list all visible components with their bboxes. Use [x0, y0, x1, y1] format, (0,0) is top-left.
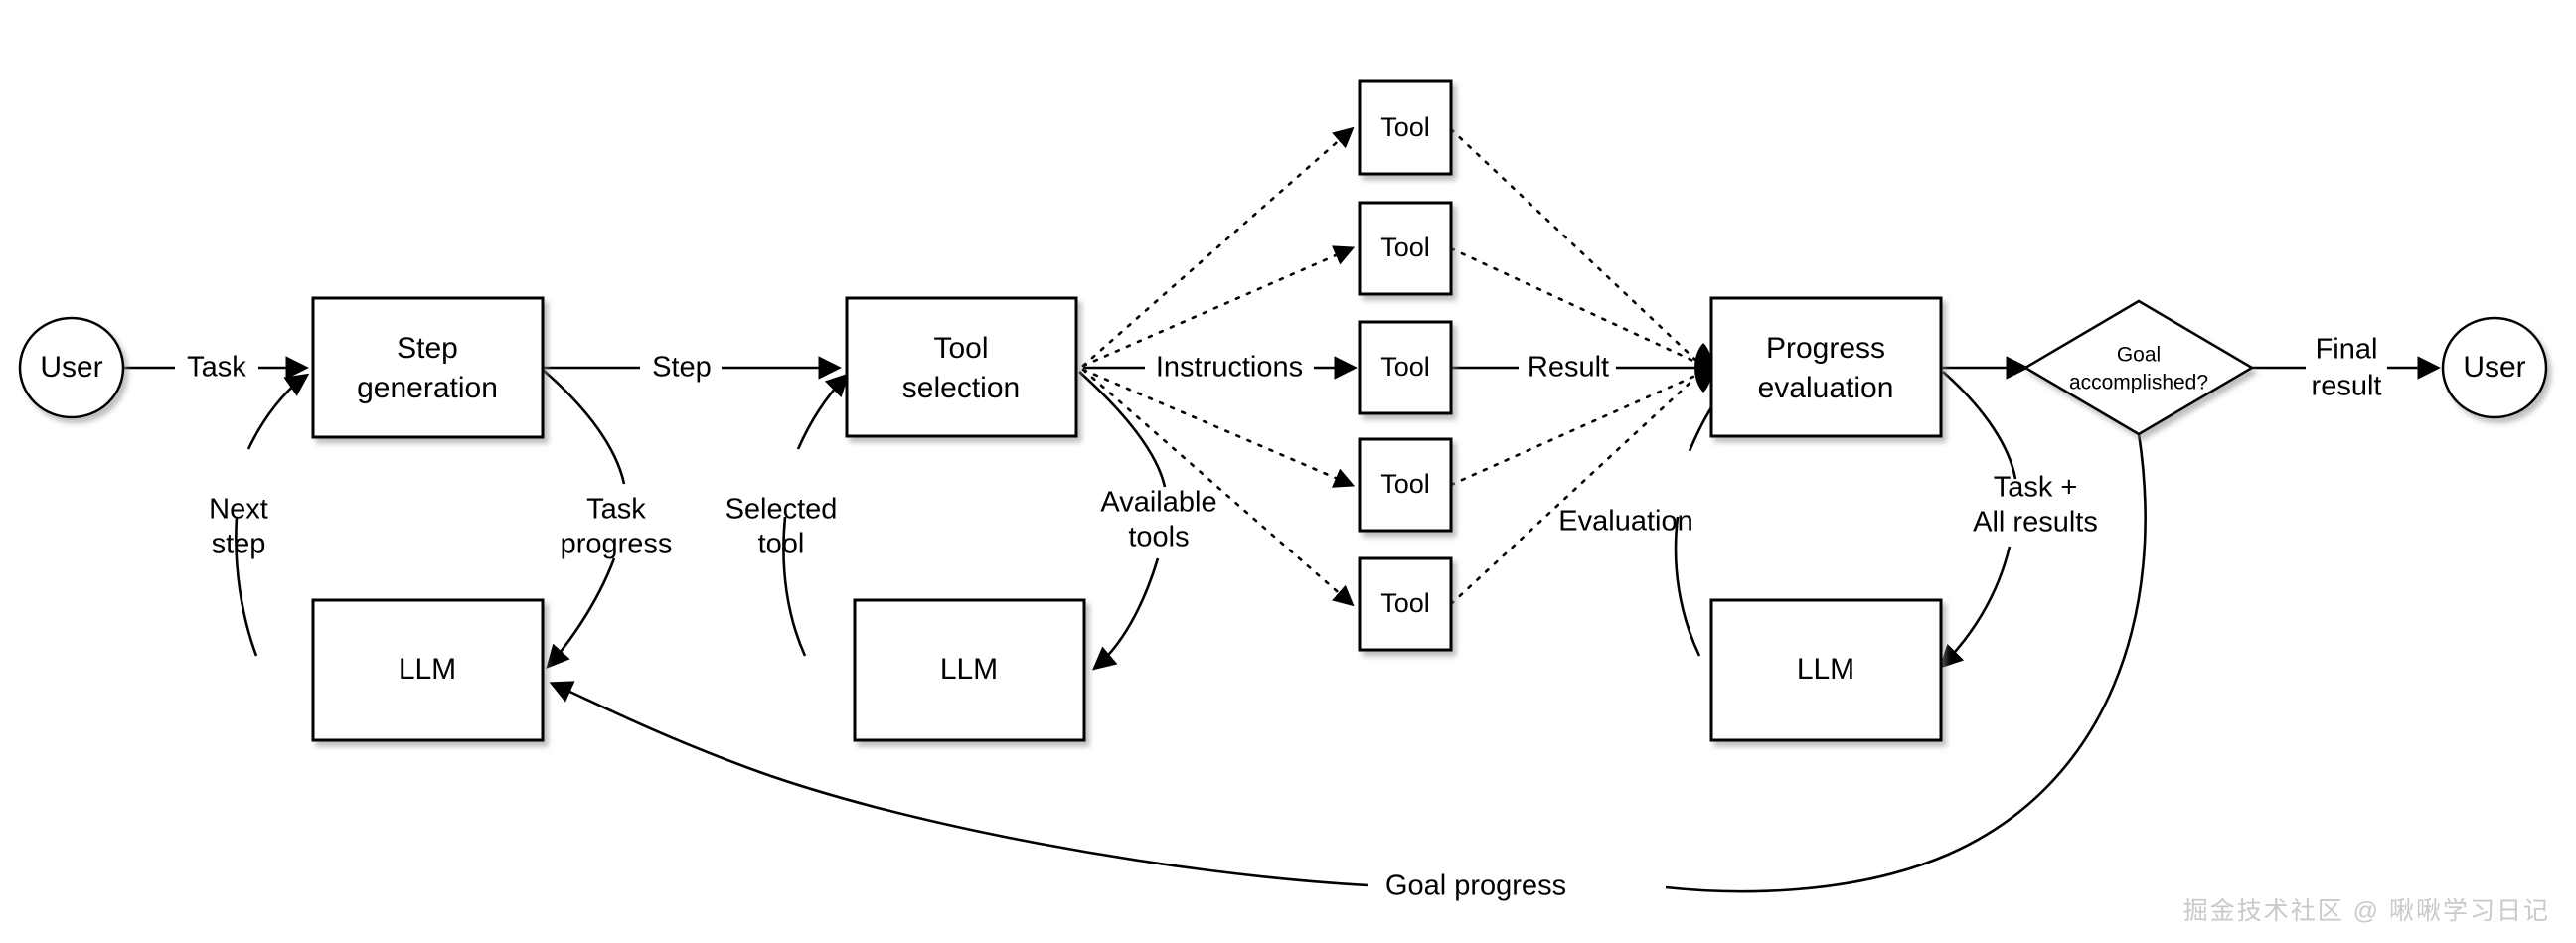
node-progress-evaluation-label-line1: Progress: [1766, 332, 1885, 365]
node-tool-selection-label-line1: Tool: [933, 332, 988, 365]
edge-llm2-to-tool-selection: [782, 373, 850, 657]
edge-step-generation-to-llm1: [542, 369, 626, 669]
node-goal-decision-label-line1: Goal: [2117, 344, 2161, 367]
node-tool-5-label: Tool: [1380, 588, 1430, 618]
edge-tool-4-to-progress-evaluation: [1449, 374, 1697, 487]
edge-llm1-to-step-generation: [235, 373, 310, 657]
edge-label-instructions: Instructions: [1156, 352, 1303, 384]
node-tool-5[interactable]: Tool: [1358, 556, 1453, 652]
edge-label-final-result-line2: result: [2312, 371, 2382, 402]
edge-label-goal-progress: Goal progress: [1385, 870, 1566, 902]
edge-label-evaluation: Evaluation: [1558, 506, 1692, 538]
node-llm-1[interactable]: LLM: [311, 598, 545, 742]
node-goal-decision[interactable]: Goal accomplished?: [2022, 299, 2255, 436]
edge-label-result: Result: [1528, 352, 1609, 384]
edge-label-task: Task: [187, 352, 246, 384]
edge-progress-evaluation-to-llm3: [1939, 371, 2017, 669]
node-user-start[interactable]: User: [18, 316, 125, 419]
node-llm-2[interactable]: LLM: [853, 598, 1086, 742]
node-progress-evaluation-label-line2: evaluation: [1758, 372, 1894, 404]
edge-label-task-all-results-line2: All results: [1973, 507, 2098, 539]
node-tool-selection[interactable]: Tool selection: [845, 296, 1078, 438]
node-step-generation[interactable]: Step generation: [311, 296, 545, 439]
edge-label-selected-tool-line2: tool: [758, 529, 805, 560]
edge-label-task-progress-line1: Task: [586, 494, 646, 526]
node-user-end[interactable]: User: [2441, 316, 2548, 419]
node-step-generation-label-line1: Step: [397, 332, 458, 365]
node-user-end-label: User: [2463, 351, 2525, 384]
edge-tool-selection-to-tool-5: [1081, 368, 1355, 607]
edge-label-selected-tool-line1: Selected: [725, 494, 838, 526]
edge-tool-1-to-progress-evaluation: [1449, 127, 1697, 362]
node-llm-3-label: LLM: [1797, 653, 1854, 686]
node-tool-1-label: Tool: [1380, 112, 1430, 142]
edge-label-available-tools-line1: Available: [1100, 487, 1216, 519]
watermark: 掘金技术社区 @ 啾啾学习日记: [2182, 897, 2550, 925]
edge-label-step: Step: [652, 352, 712, 384]
node-tool-selection-label-line2: selection: [902, 372, 1020, 404]
edge-tool-selection-to-tool-4: [1081, 368, 1356, 488]
edge-goal-decision-to-llm1: [549, 432, 2147, 893]
edge-tool-selection-to-tool-1: [1081, 126, 1355, 368]
node-progress-evaluation[interactable]: Progress evaluation: [1709, 296, 1943, 438]
edge-label-available-tools-line2: tools: [1128, 522, 1189, 553]
node-step-generation-label-line2: generation: [357, 372, 498, 404]
edge-label-final-result-line1: Final: [2316, 334, 2378, 366]
node-tool-2-label: Tool: [1380, 233, 1430, 262]
node-user-start-label: User: [40, 351, 102, 384]
node-tool-2[interactable]: Tool: [1358, 201, 1453, 296]
node-llm-2-label: LLM: [940, 653, 998, 686]
edge-tool-5-to-progress-evaluation: [1449, 376, 1697, 606]
edge-label-next-step-line2: step: [212, 529, 266, 560]
node-tool-3-label: Tool: [1380, 352, 1430, 382]
edge-tool-selection-to-tool-2: [1081, 245, 1356, 368]
edge-label-task-progress-line2: progress: [561, 529, 673, 560]
node-llm-1-label: LLM: [399, 653, 456, 686]
node-llm-3[interactable]: LLM: [1709, 598, 1943, 742]
edge-label-next-step-line1: Next: [209, 494, 268, 526]
node-tool-1[interactable]: Tool: [1358, 79, 1453, 176]
edge-label-task-all-results-line1: Task +: [1994, 472, 2078, 504]
node-tool-3[interactable]: Tool: [1358, 320, 1453, 415]
node-goal-decision-label-line2: accomplished?: [2069, 372, 2208, 394]
node-tool-4[interactable]: Tool: [1358, 437, 1453, 533]
edge-tool-2-to-progress-evaluation: [1449, 246, 1697, 364]
merge-junction: [1694, 343, 1712, 393]
edge-tool-selection-to-llm2: [1078, 371, 1167, 671]
node-tool-4-label: Tool: [1380, 469, 1430, 499]
